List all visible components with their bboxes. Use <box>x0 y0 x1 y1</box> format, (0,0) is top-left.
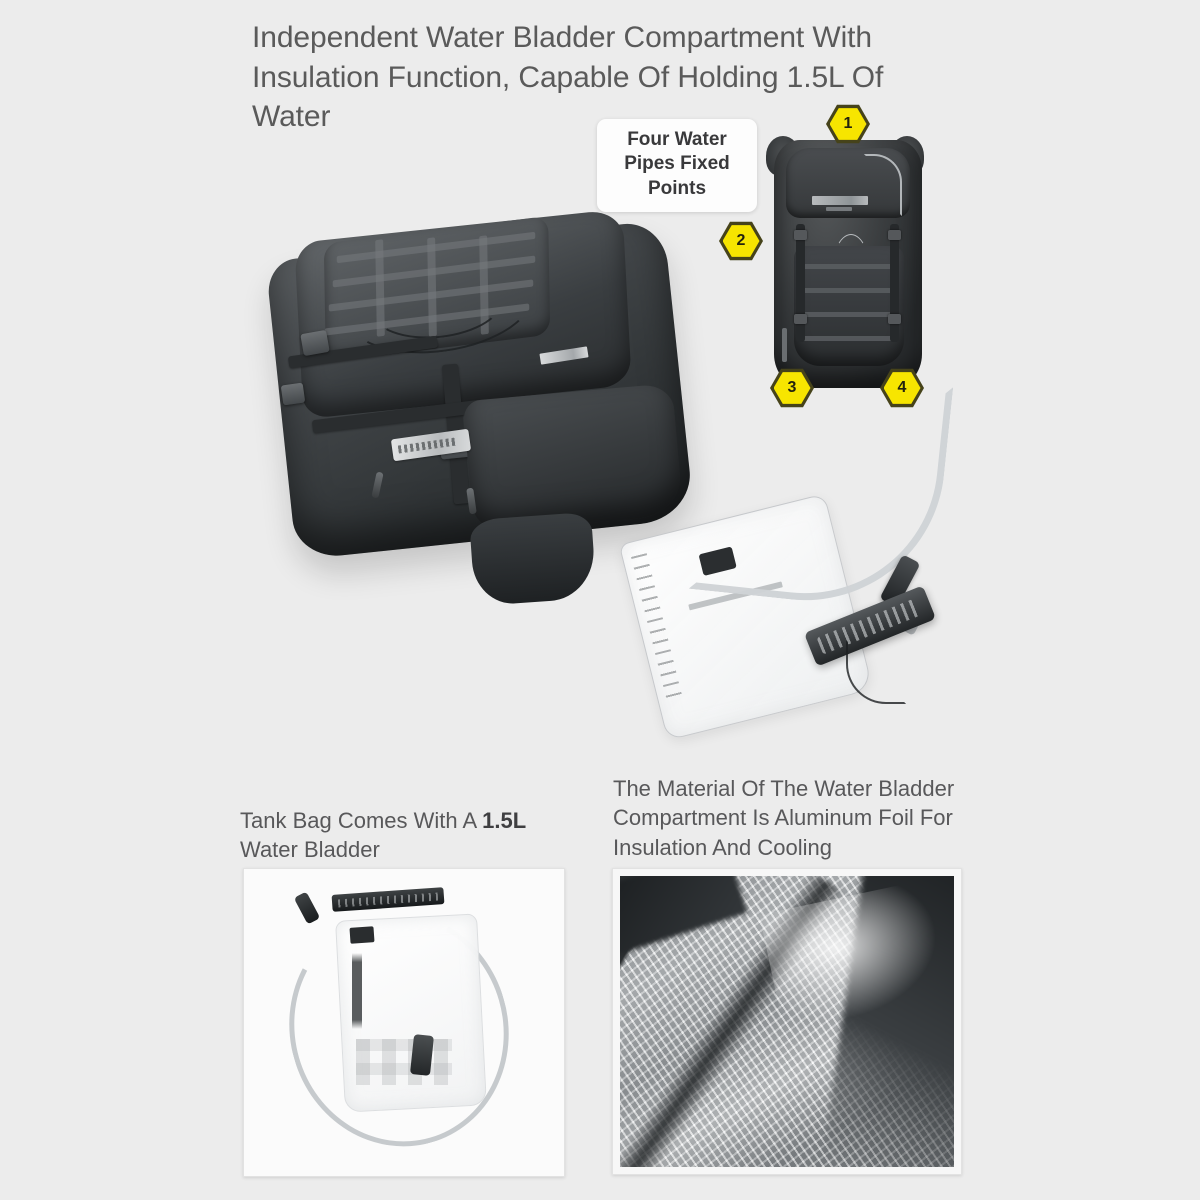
badge-2-number: 2 <box>722 225 760 257</box>
bladder-capacity-tag <box>349 926 375 944</box>
slide-closure-bar <box>331 887 445 912</box>
badge-1-number: 1 <box>829 108 867 140</box>
bladder-brand-print <box>352 953 362 1029</box>
caption-left-suffix: Water Bladder <box>240 837 380 863</box>
closure-cord <box>846 640 906 704</box>
buckle <box>300 329 330 357</box>
caption-left-emphasis: 1.5L <box>482 808 527 833</box>
bladder-care-icons <box>356 1039 452 1085</box>
tank-bag-base <box>469 511 597 607</box>
bladder-kit-photo <box>243 868 565 1177</box>
buckle <box>888 230 901 240</box>
caption-left: Tank Bag Comes With A 1.5L Water Bladder <box>240 806 570 865</box>
caption-left-prefix: Tank Bag Comes With A <box>240 808 483 833</box>
foil-liner-photo <box>612 868 962 1175</box>
routing-cord <box>830 234 872 326</box>
tank-bag-lower-pocket <box>462 383 684 533</box>
molle-webbing-row <box>802 336 896 341</box>
buckle <box>794 230 807 240</box>
bite-valve <box>293 891 321 925</box>
hose-connector <box>409 1034 435 1076</box>
page-title: Independent Water Bladder Compartment Wi… <box>252 21 884 134</box>
buckle <box>794 314 807 324</box>
callout-four-water-pipes: Four Water Pipes Fixed Points <box>597 119 757 212</box>
backpack-brand-subtext <box>826 207 852 211</box>
compression-strap-left <box>796 224 805 342</box>
backpack-brand-logo <box>812 196 868 205</box>
compartment-shadow-top <box>620 876 748 956</box>
caption-right: The Material Of The Water Bladder Compar… <box>613 776 955 860</box>
zipper <box>782 328 787 362</box>
backpack-photo <box>760 118 935 398</box>
badge-4-number: 4 <box>883 372 921 404</box>
compression-strap-right <box>890 224 899 342</box>
hydration-tube <box>864 154 902 216</box>
volume-scale-markings <box>631 553 683 703</box>
badge-3-number: 3 <box>773 372 811 404</box>
buckle <box>280 382 306 406</box>
aluminum-foil-surface <box>620 876 954 1167</box>
buckle <box>888 314 901 324</box>
